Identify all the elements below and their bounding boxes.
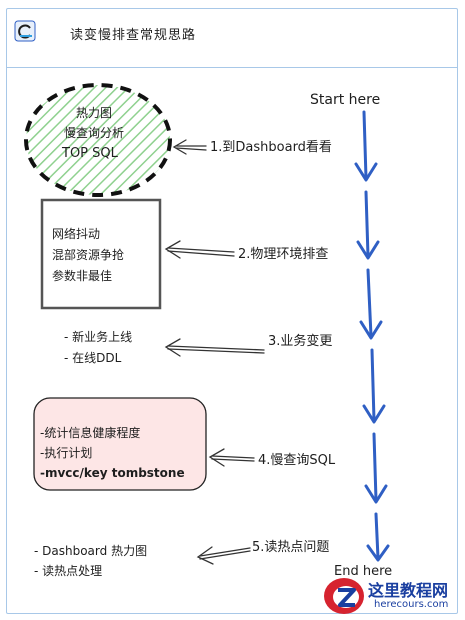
page-title: 读变慢排查常规思路	[70, 28, 197, 43]
step4-detail-3: -mvcc/key tombstone	[40, 466, 185, 480]
step3-detail-1: - 新业务上线	[64, 330, 133, 344]
step1-ellipse	[24, 83, 172, 197]
start-label: Start here	[310, 92, 381, 108]
step-label-4: 4.慢查询SQL	[258, 453, 336, 468]
step2-detail-2: 混部资源争抢	[52, 248, 125, 262]
step4-detail-1: -统计信息健康程度	[40, 426, 141, 440]
step-label-5: 5.读热点问题	[252, 540, 330, 555]
step2-detail-1: 网络抖动	[52, 227, 101, 241]
step2-box	[40, 198, 162, 310]
watermark-logo-icon	[324, 578, 364, 614]
step3-detail-2: - 在线DDL	[64, 351, 122, 365]
pointer-arrows	[164, 139, 265, 565]
diagram-frame	[6, 8, 458, 614]
step4-detail-2: -执行计划	[40, 446, 93, 460]
step5-detail-2: - 读热点处理	[34, 564, 103, 578]
step2-detail-3: 参数非最佳	[52, 269, 113, 283]
step1-detail-3: TOP SQL	[62, 146, 118, 161]
step1-detail-1: 热力图	[76, 106, 113, 120]
step5-detail-1: - Dashboard 热力图	[34, 544, 148, 558]
step1-detail-2: 慢查询分析	[64, 126, 125, 140]
title-bar	[6, 8, 458, 68]
step4-box	[33, 397, 207, 491]
watermark-cn: 这里教程网	[368, 581, 449, 600]
end-label: End here	[334, 564, 393, 579]
watermark: 这里教程网 herecours.com	[320, 574, 460, 618]
step-label-3: 3.业务变更	[268, 334, 333, 349]
step-label-1: 1.到Dashboard看看	[210, 140, 332, 155]
watermark-en: herecours.com	[374, 599, 449, 610]
flow-arrows	[354, 110, 390, 562]
step-label-2: 2.物理环境排查	[238, 247, 329, 262]
title-icon	[14, 20, 36, 42]
